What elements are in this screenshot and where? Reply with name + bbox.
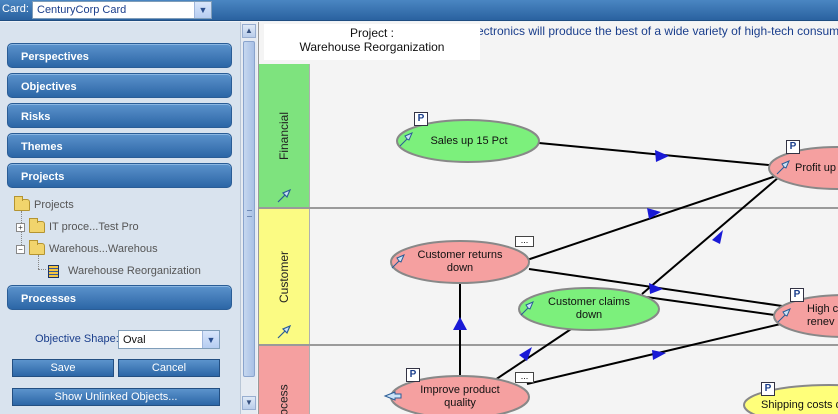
tree-item-label: Projects xyxy=(34,199,74,211)
folder-icon xyxy=(29,218,45,233)
themes-panel-button[interactable]: Themes xyxy=(7,133,232,158)
objective-label-line: down xyxy=(446,262,474,274)
sidebar-scrollbar[interactable]: ▲ ▼ xyxy=(240,22,257,414)
objective-shape-select[interactable]: Oval ▼ xyxy=(118,330,220,349)
card-select-value: CenturyCorp Card xyxy=(37,4,127,16)
objective-shape-label: Objective Shape: xyxy=(35,333,119,345)
scrollbar-thumb[interactable] xyxy=(243,41,255,377)
tree-item-label: IT proce...Test Pro xyxy=(49,221,139,233)
objective-label-line: renev xyxy=(807,316,835,328)
card-label: Card: xyxy=(2,3,29,15)
show-unlinked-objects-button[interactable]: Show Unlinked Objects... xyxy=(12,388,220,406)
scroll-up-icon[interactable]: ▲ xyxy=(242,24,256,38)
strategy-map-canvas[interactable]: ectronics will produce the best of a wid… xyxy=(258,22,838,414)
more-options-button[interactable]: ... xyxy=(515,372,534,383)
projects-panel-button[interactable]: Projects xyxy=(7,163,232,188)
objective-oval-sales[interactable] xyxy=(396,119,540,163)
objective-label: Shipping costs d xyxy=(761,398,838,411)
link-arrow-icon[interactable] xyxy=(276,188,292,204)
project-title-prefix: Project : xyxy=(349,26,394,40)
project-badge[interactable]: P xyxy=(790,288,804,302)
connector-line xyxy=(526,174,780,261)
map-connections xyxy=(383,119,838,414)
objective-label-line: Customer claims xyxy=(548,296,630,308)
objective-label-line: quality xyxy=(444,397,476,409)
processes-panel-button[interactable]: Processes xyxy=(7,285,232,310)
objective-label-line: Customer returns xyxy=(417,249,503,261)
projects-tree: Projects + IT proce...Test Pro − Warehou… xyxy=(0,196,240,287)
objective-label: Customer returns down xyxy=(400,249,520,275)
project-badge[interactable]: P xyxy=(786,140,800,154)
objective-label: Sales up 15 Pct xyxy=(430,134,508,147)
connector-line xyxy=(641,176,780,295)
risks-panel-button[interactable]: Risks xyxy=(7,103,232,128)
lane-financial: Financial xyxy=(259,64,310,207)
objective-oval-high[interactable] xyxy=(773,294,838,338)
arrowhead xyxy=(453,317,467,330)
arrowhead xyxy=(519,347,532,361)
arrowhead xyxy=(647,208,661,219)
link-arrow-icon xyxy=(391,254,405,269)
perspectives-panel-button[interactable]: Perspectives xyxy=(7,43,232,68)
chevron-down-icon[interactable]: ▼ xyxy=(194,2,211,18)
objective-oval-returns[interactable] xyxy=(390,240,530,284)
arrowhead xyxy=(649,283,663,294)
arrowhead xyxy=(655,150,669,162)
objective-label-line: High c xyxy=(807,303,838,315)
mission-statement: ectronics will produce the best of a wid… xyxy=(477,24,838,38)
grip-icon xyxy=(247,210,252,217)
chevron-down-icon[interactable]: ▼ xyxy=(202,331,219,348)
objectives-panel-button[interactable]: Objectives xyxy=(7,73,232,98)
link-arrow-icon xyxy=(383,391,402,401)
project-badge[interactable]: P xyxy=(761,382,775,396)
tree-item-projects[interactable]: Projects xyxy=(14,196,74,213)
objective-label: High c renev xyxy=(807,303,838,329)
project-badge[interactable]: P xyxy=(406,368,420,382)
sidebar: Perspectives Objectives Risks Themes Pro… xyxy=(0,22,240,414)
lane-process: Process xyxy=(259,346,310,414)
folder-icon xyxy=(14,196,30,211)
link-arrow-icon xyxy=(399,132,413,147)
more-options-button[interactable]: ... xyxy=(515,236,534,247)
tree-item-warehouse-reorganization[interactable]: Warehouse Reorganization xyxy=(48,263,201,279)
objective-oval-claims[interactable] xyxy=(518,287,660,331)
arrowhead xyxy=(712,230,723,244)
scroll-down-icon[interactable]: ▼ xyxy=(242,396,256,410)
expand-icon[interactable]: + xyxy=(16,222,25,232)
project-document-icon xyxy=(48,264,59,278)
tree-item-label: Warehous...Warehous xyxy=(49,243,158,255)
connector-line xyxy=(638,295,790,318)
tree-item-it-process[interactable]: + IT proce...Test Pro xyxy=(16,218,139,235)
top-toolbar: Card: CenturyCorp Card ▼ xyxy=(0,0,838,21)
link-arrow-icon xyxy=(520,301,534,316)
project-title: Warehouse Reorganization xyxy=(299,40,445,54)
objective-label-line: Improve product xyxy=(420,384,500,396)
card-select[interactable]: CenturyCorp Card ▼ xyxy=(32,1,212,19)
objective-label: Improve product quality xyxy=(400,384,520,410)
lane-customer: Customer xyxy=(259,209,310,344)
objective-label-line: down xyxy=(575,309,603,321)
link-arrow-icon[interactable] xyxy=(276,324,292,340)
objective-label: Customer claims down xyxy=(529,296,649,322)
link-arrow-icon xyxy=(777,308,791,323)
tree-item-label: Warehouse Reorganization xyxy=(68,265,201,277)
collapse-icon[interactable]: − xyxy=(16,244,25,254)
project-badge[interactable]: P xyxy=(414,112,428,126)
project-title-box: Project : Warehouse Reorganization xyxy=(264,24,480,60)
objective-shape-value: Oval xyxy=(123,334,146,346)
save-button[interactable]: Save xyxy=(12,359,114,377)
tree-item-warehouse[interactable]: − Warehous...Warehous xyxy=(16,240,158,257)
link-arrow-icon xyxy=(776,160,790,175)
arrowhead xyxy=(652,350,666,360)
objective-oval-profit[interactable] xyxy=(768,146,838,190)
objective-label: Profit up xyxy=(795,161,836,174)
open-folder-icon xyxy=(29,240,45,255)
lane-divider xyxy=(259,207,838,209)
cancel-button[interactable]: Cancel xyxy=(118,359,220,377)
